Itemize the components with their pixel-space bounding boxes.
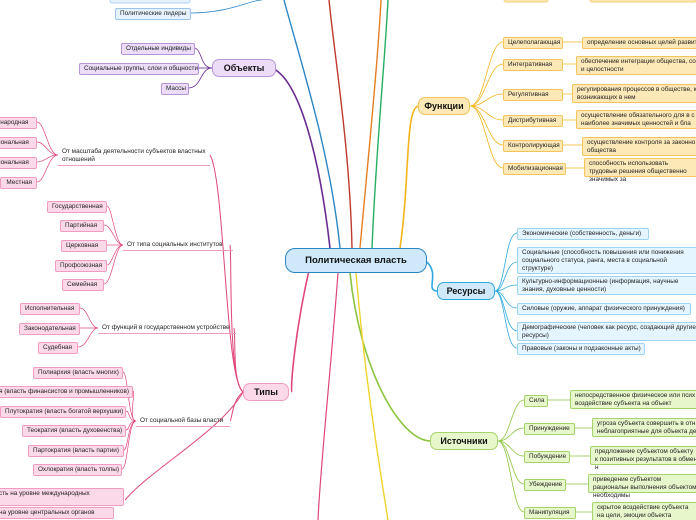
source-desc[interactable]: угроза субъекта совершить в отн неблагоп… — [592, 418, 696, 437]
source-desc[interactable]: скрытое воздействие субъекта на цели, эм… — [592, 502, 696, 520]
types-social-base-item[interactable]: Полиархия (власть многих) — [33, 367, 123, 379]
political-leaders-node[interactable]: Политические лидеры — [115, 8, 191, 20]
resource-item[interactable]: Социальные (способность повышения или по… — [517, 247, 696, 274]
function-desc[interactable]: обеспечение интеграции общества, со и це… — [576, 56, 696, 75]
objects-item[interactable]: Массы — [161, 83, 189, 95]
central-topic[interactable]: Политическая власть — [285, 248, 427, 273]
types-level-item[interactable]: на уровне центральных органов — [0, 507, 114, 519]
objects-item[interactable]: Социальные группы, слои и общности — [79, 63, 199, 75]
types-social-base-item[interactable]: я (власть финансистов и промышленников) — [0, 386, 133, 398]
source-label[interactable]: Сила — [524, 395, 548, 407]
source-desc[interactable]: приведение субъектом рациональн выполнен… — [588, 474, 696, 499]
functions-hub[interactable]: Функции — [418, 97, 470, 115]
types-institutions-branch[interactable]: От типа социальных институтов — [123, 240, 233, 251]
resource-item[interactable]: Культурно-информационные (информация, на… — [517, 276, 696, 295]
types-function-item[interactable]: Исполнительная — [20, 303, 80, 315]
types-scale-branch[interactable]: От масштаба деятельности субъектов власт… — [58, 147, 210, 166]
types-scale-item[interactable]: иональная — [0, 137, 37, 149]
function-desc[interactable]: регулирования процессов в обществе, к во… — [572, 84, 696, 103]
resource-item[interactable]: Правовые (законы и подзаконные акты) — [517, 343, 645, 355]
function-desc[interactable]: способность использовать трудовые решени… — [584, 158, 696, 183]
types-institution-item[interactable]: Церковная — [61, 240, 107, 252]
source-desc[interactable]: непосредственное физическое или псих воз… — [570, 390, 696, 409]
function-label[interactable]: Контролирующая — [503, 140, 563, 152]
types-social-base-item[interactable]: Плутократия (власть богатой верхушки) — [0, 406, 126, 418]
types-social-base-item[interactable]: Партократия (власть партии) — [28, 445, 124, 457]
types-functions-branch[interactable]: От функций в государственном устройстве — [98, 323, 236, 334]
source-label[interactable]: Манипуляция — [524, 507, 576, 519]
function-desc[interactable]: осуществление обязательного для в с наиб… — [576, 110, 696, 129]
types-institution-item[interactable]: Семейная — [62, 279, 104, 291]
types-social-base-branch[interactable]: От социальной базы власти — [136, 416, 230, 427]
function-label[interactable]: Интегративная — [503, 59, 563, 71]
sources-hub[interactable]: Источники — [430, 432, 498, 450]
types-social-base-item[interactable]: Охлократия (власть толпы) — [33, 464, 122, 476]
resource-item[interactable]: Экономические (собственность, деньги) — [517, 228, 649, 240]
types-hub[interactable]: Типы — [243, 383, 289, 401]
types-level-item[interactable]: сть на уровне международных — [0, 488, 124, 506]
function-label[interactable]: Мобилизационная — [503, 163, 566, 175]
types-scale-item[interactable]: Местная — [0, 177, 37, 189]
types-social-base-item[interactable]: Теократия (власть духовенства) — [22, 425, 126, 437]
function-label[interactable]: Регулятивная — [503, 89, 563, 101]
types-scale-item[interactable]: ународная — [0, 117, 37, 129]
types-scale-item[interactable]: иональная — [0, 157, 37, 169]
types-institution-item[interactable]: Партийная — [60, 220, 104, 232]
types-function-item[interactable]: Законодательная — [19, 323, 80, 335]
function-desc[interactable]: осуществление контроля за законно общест… — [582, 137, 696, 156]
objects-hub[interactable]: Объекты — [212, 59, 276, 77]
source-desc[interactable]: предложение субъектом объекту к позитивн… — [590, 446, 696, 471]
source-label[interactable]: Убеждение — [524, 479, 566, 491]
source-label[interactable]: Принуждение — [524, 423, 575, 435]
resource-item[interactable]: Силовые (оружие, аппарат физического при… — [517, 303, 691, 315]
objects-item[interactable]: Отдельные индивиды — [121, 43, 195, 55]
types-function-item[interactable]: Судебная — [38, 342, 78, 354]
types-institution-item[interactable]: Государственная — [47, 201, 107, 213]
source-label[interactable]: Побуждение — [524, 451, 570, 463]
types-institution-item[interactable]: Профсоюзная — [55, 260, 107, 272]
function-desc[interactable]: определение основных целей развития — [582, 37, 696, 49]
function-label[interactable]: Дистрибутивная — [503, 115, 563, 127]
resource-item[interactable]: Демографические (человек как ресурс, соз… — [517, 322, 696, 341]
resources-hub[interactable]: Ресурсы — [437, 282, 495, 300]
function-label[interactable]: Целеполагающая — [503, 37, 563, 49]
